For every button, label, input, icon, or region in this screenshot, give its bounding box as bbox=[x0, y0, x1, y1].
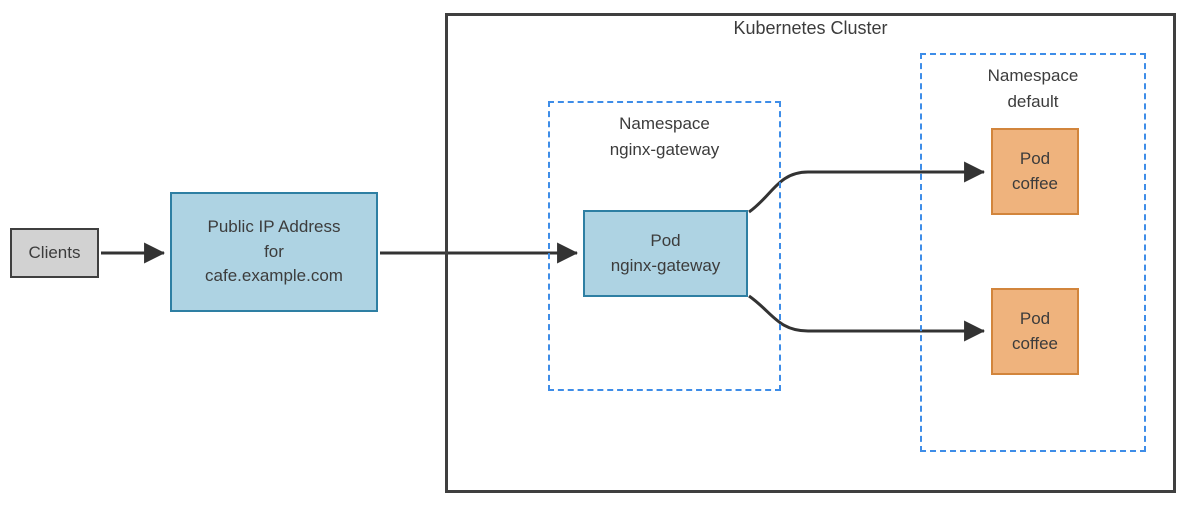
namespace-nginx-gateway-box: Namespace nginx-gateway bbox=[548, 101, 781, 391]
namespace-default-box: Namespace default bbox=[920, 53, 1146, 452]
namespace-nginx-gateway-label: Namespace nginx-gateway bbox=[609, 114, 720, 159]
pod-coffee-node-2: Pod coffee bbox=[991, 288, 1079, 375]
public-ip-node: Public IP Address for cafe.example.com bbox=[170, 192, 378, 312]
clients-node: Clients bbox=[10, 228, 99, 278]
kubernetes-cluster-box bbox=[445, 13, 1176, 493]
pod-nginx-gateway-node: Pod nginx-gateway bbox=[583, 210, 748, 297]
pod-coffee-node-1: Pod coffee bbox=[991, 128, 1079, 215]
namespace-default-label: Namespace default bbox=[987, 66, 1079, 111]
kubernetes-cluster-title: Kubernetes Cluster bbox=[733, 18, 888, 38]
